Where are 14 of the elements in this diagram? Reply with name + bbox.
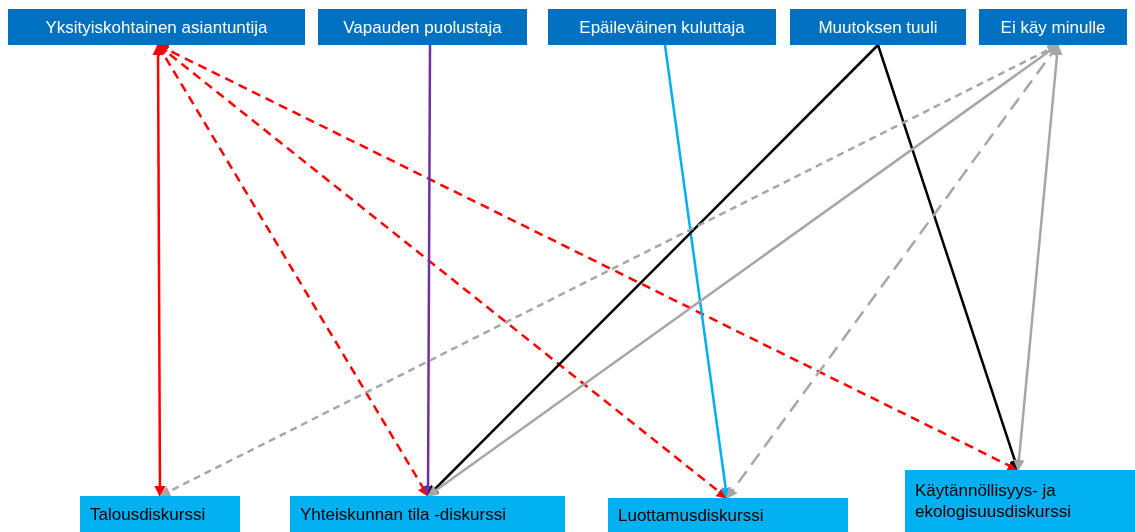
discourse-box: Yhteiskunnan tila -diskurssi — [290, 496, 565, 532]
profile-box: Vapauden puolustaja — [318, 9, 527, 45]
profile-box: Epäileväinen kuluttaja — [548, 9, 776, 45]
profile-box: Muutoksen tuuli — [790, 9, 966, 45]
discourse-box: Talousdiskurssi — [80, 496, 240, 532]
arrow — [422, 45, 434, 498]
discourse-box: Luottamusdiskurssi — [608, 498, 848, 532]
arrow — [663, 44, 732, 500]
discourse-box: Käytännöllisyys- ja ekologisuusdiskurssi — [905, 470, 1135, 532]
profile-box: Ei käy minulle — [979, 9, 1127, 45]
arrow — [876, 44, 1021, 472]
profile-box: Yksityiskohtainen asiantuntija — [8, 9, 305, 45]
arrow — [1013, 43, 1063, 472]
arrow — [427, 44, 879, 497]
